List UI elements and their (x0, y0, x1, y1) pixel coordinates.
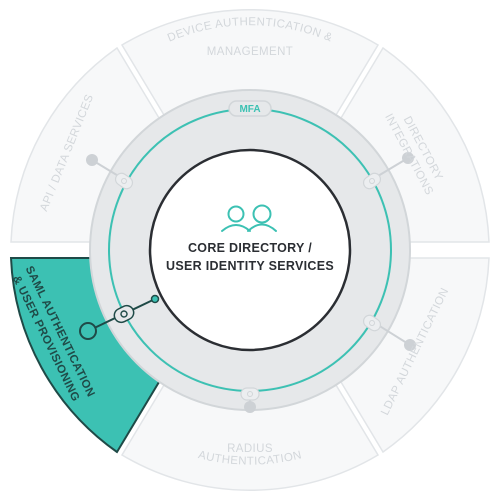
saml-link-node-outer (79, 322, 97, 340)
radius-label-line1: RADIUS (227, 443, 273, 455)
lock-icon (120, 310, 128, 318)
core-title-line2: USER IDENTITY SERVICES (166, 259, 334, 273)
lock-badge-ldap (362, 314, 382, 332)
lock-badge-saml (113, 304, 135, 324)
users-icon (221, 204, 277, 232)
device-label-line2: MANAGEMENT (207, 46, 293, 58)
saml-link-node-inner (150, 294, 160, 304)
saml-active-link (79, 294, 160, 340)
lock-badge-api (114, 172, 134, 190)
node-radius (244, 401, 256, 413)
node-directory (402, 152, 414, 164)
node-api (86, 154, 98, 166)
lock-badge-directory (362, 172, 382, 190)
node-ldap (404, 339, 416, 351)
mfa-label: MFA (239, 104, 260, 115)
lock-icon (121, 178, 127, 184)
mfa-badge[interactable]: MFA (228, 100, 272, 117)
core-directory-circle[interactable] (148, 148, 352, 352)
lock-badge-radius (240, 387, 260, 401)
lock-icon (247, 391, 253, 397)
lock-icon (369, 320, 375, 326)
lock-icon (369, 178, 375, 184)
core-title-line1: CORE DIRECTORY / (188, 241, 312, 255)
